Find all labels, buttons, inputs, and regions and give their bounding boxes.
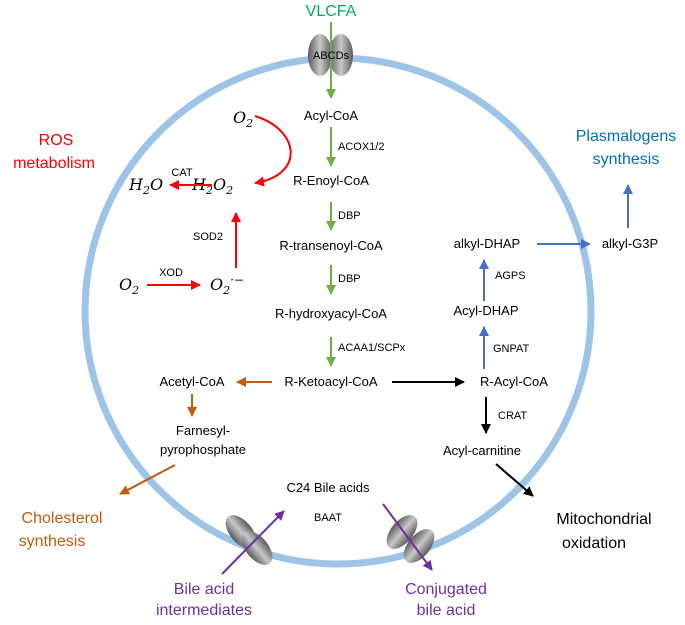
o2-left-label: O2 — [119, 275, 139, 297]
bile-acid-channel-right — [386, 515, 435, 563]
sod2-label: SOD2 — [193, 231, 223, 243]
abcd-transporter — [308, 34, 353, 76]
dbp-label-2: DBP — [338, 273, 361, 285]
r-ketoacyl-coa-label: R-Ketoacyl-CoA — [284, 374, 378, 389]
bile-acid-channel-left — [225, 515, 273, 565]
bile-import-arrow — [221, 510, 285, 575]
xod-label: XOD — [159, 267, 183, 279]
cholesterol-label-1: Cholesterol — [22, 510, 103, 527]
r-enoyl-coa-label: R-Enoyl-CoA — [293, 173, 369, 188]
plasmalogens-label-1: Plasmalogens — [576, 128, 677, 145]
acyl-coa-label: Acyl-CoA — [304, 108, 359, 123]
dbp-label-1: DBP — [338, 210, 361, 222]
mito-label-1: Mitochondrial — [556, 511, 651, 528]
gnpat-label: GNPAT — [493, 343, 530, 355]
alkyl-dhap-label: alkyl-DHAP — [454, 236, 520, 251]
r-transenoyl-coa-label: R-transenoyl-CoA — [279, 238, 383, 253]
baat-label: BAAT — [314, 512, 342, 524]
acox-label: ACOX1/2 — [338, 141, 384, 153]
vlcfa-label: VLCFA — [306, 3, 357, 20]
r-hydroxyacyl-coa-label: R-hydroxyacyl-CoA — [275, 306, 387, 321]
acyl-dhap-label: Acyl-DHAP — [453, 303, 518, 318]
acyl-carnitine-label: Acyl-carnitine — [443, 443, 521, 458]
farnesyl-label-1: Farnesyl- — [176, 423, 230, 438]
ros-label-1: ROS — [39, 132, 74, 149]
conjugated-label-1: Conjugated — [405, 581, 487, 598]
c24-bile-acids-label: C24 Bile acids — [286, 480, 370, 495]
bile-intermediates-label-1: Bile acid — [174, 581, 234, 598]
o2-top-label: O2 — [233, 108, 253, 130]
carnitine-to-mito-arrow — [495, 463, 534, 497]
r-acyl-coa-label: R-Acyl-CoA — [480, 374, 548, 389]
ros-label-2: metabolism — [13, 155, 95, 172]
alkyl-g3p-label: alkyl-G3P — [602, 236, 658, 251]
superoxide-label: O2·− — [210, 273, 244, 297]
o2-to-h2o2-arrow — [254, 115, 292, 187]
acaa-label: ACAA1/SCPx — [338, 342, 406, 354]
abcds-label: ABCDs — [313, 50, 350, 62]
acetyl-coa-label: Acetyl-CoA — [159, 374, 224, 389]
cat-label: CAT — [171, 167, 192, 179]
farnesyl-label-2: pyrophosphate — [160, 442, 246, 457]
bile-intermediates-label-2: intermediates — [156, 602, 252, 619]
mito-label-2: oxidation — [562, 535, 626, 552]
crat-label: CRAT — [498, 410, 527, 422]
conjugated-label-2: bile acid — [417, 602, 476, 619]
bile-export-arrow — [382, 503, 433, 571]
plasmalogens-label-2: synthesis — [593, 151, 660, 168]
agps-label: AGPS — [495, 270, 526, 282]
h2o-label: H2O — [128, 175, 163, 197]
farnesyl-to-cholesterol-arrow — [119, 464, 176, 495]
cholesterol-label-2: synthesis — [19, 533, 86, 550]
